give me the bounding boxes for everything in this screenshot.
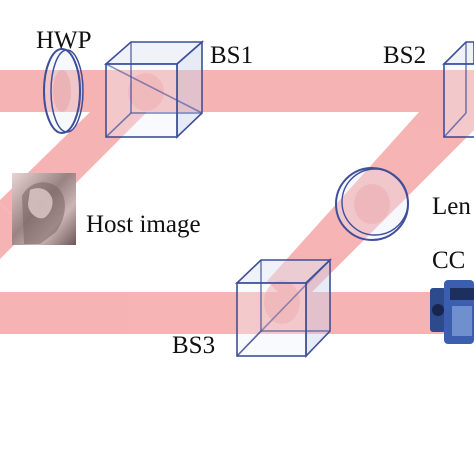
lens-label: Len [432,193,471,220]
bs3-label: BS3 [172,332,215,359]
bs2-label: BS2 [383,42,426,69]
spot-hwp [53,70,71,112]
ccd-label: CC [432,247,465,274]
host-image-thumbnail-icon [12,173,76,245]
bs3-cube [235,258,332,358]
spot-lens [354,184,390,224]
spot-bs1 [128,73,164,111]
bs1-label: BS1 [210,42,253,69]
spot-bs3 [264,280,300,324]
ccd-camera-icon [430,280,474,344]
bs1-cube [103,40,205,139]
lens-optic [335,167,409,241]
host-image-label: Host image [86,211,201,238]
hwp-label: HWP [36,27,92,54]
bs2-cube [442,41,474,138]
hwp-optic [43,48,84,134]
